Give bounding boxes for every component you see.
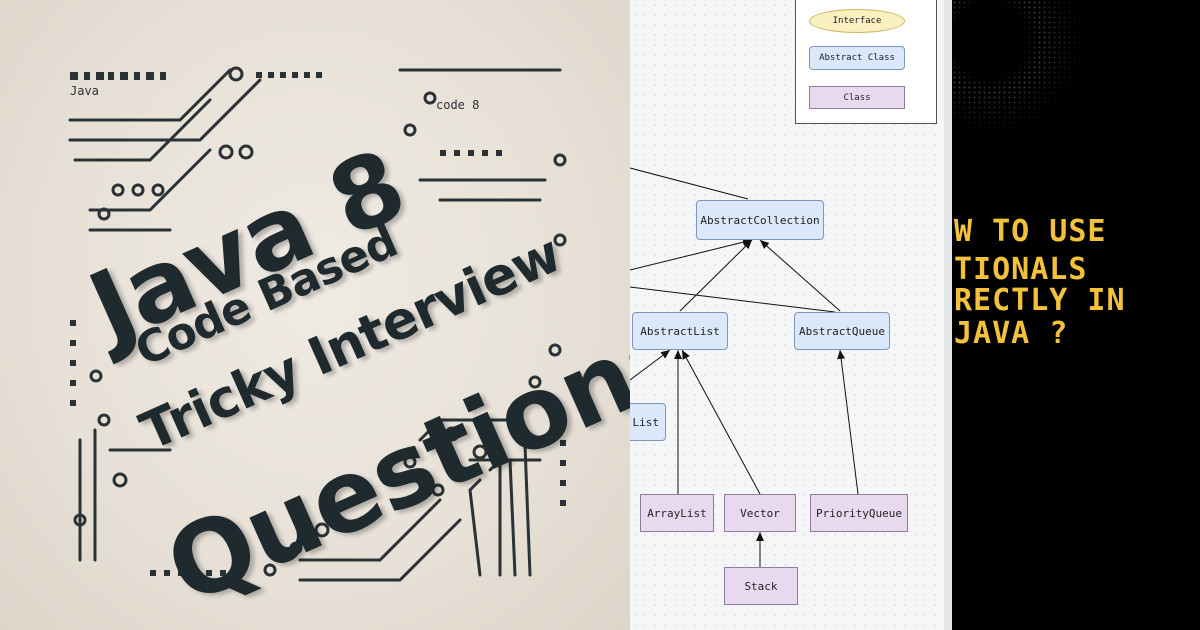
optionals-title-line-3: RECTLY IN <box>954 283 1126 318</box>
class-hierarchy-diagram: Interface Abstract Class Class AbstractC… <box>630 0 952 630</box>
circuit-decoration <box>68 66 567 582</box>
node-array-list: ArrayList <box>640 494 714 532</box>
poster-headline: Java 8 Code Based Tricky Interview Quest… <box>74 128 630 627</box>
node-vector: Vector <box>724 494 796 532</box>
legend-class: Class <box>809 86 905 109</box>
optionals-title-line-2: TIONALS <box>954 252 1088 287</box>
diagram-scrollbar <box>944 0 952 630</box>
deco-code8-text: code 8 <box>436 98 480 112</box>
legend-abstract-class: Abstract Class <box>809 46 905 70</box>
node-abstract-queue: AbstractQueue <box>794 312 890 350</box>
node-stack: Stack <box>724 567 798 605</box>
optionals-title-line-4: JAVA ? <box>954 316 1069 351</box>
deco-java-text: Java <box>70 84 99 98</box>
node-priority-queue: PriorityQueue <box>810 494 908 532</box>
diagram-edges <box>630 167 859 567</box>
node-abstract-list: AbstractList <box>632 312 728 350</box>
optionals-panel: W TO USE TIONALS RECTLY IN JAVA ? <box>952 0 1200 630</box>
node-abstract-collection: AbstractCollection <box>696 200 824 240</box>
node-list-partial: List <box>630 403 666 441</box>
legend-interface: Interface <box>809 9 905 33</box>
optionals-title-line-1: W TO USE <box>954 214 1107 249</box>
dotted-halo-decoration <box>952 0 1092 140</box>
java8-poster-panel: Java code 8 Java 8 Code Based Tricky Int… <box>0 0 630 630</box>
diagram-legend: Interface Abstract Class Class <box>795 0 937 124</box>
